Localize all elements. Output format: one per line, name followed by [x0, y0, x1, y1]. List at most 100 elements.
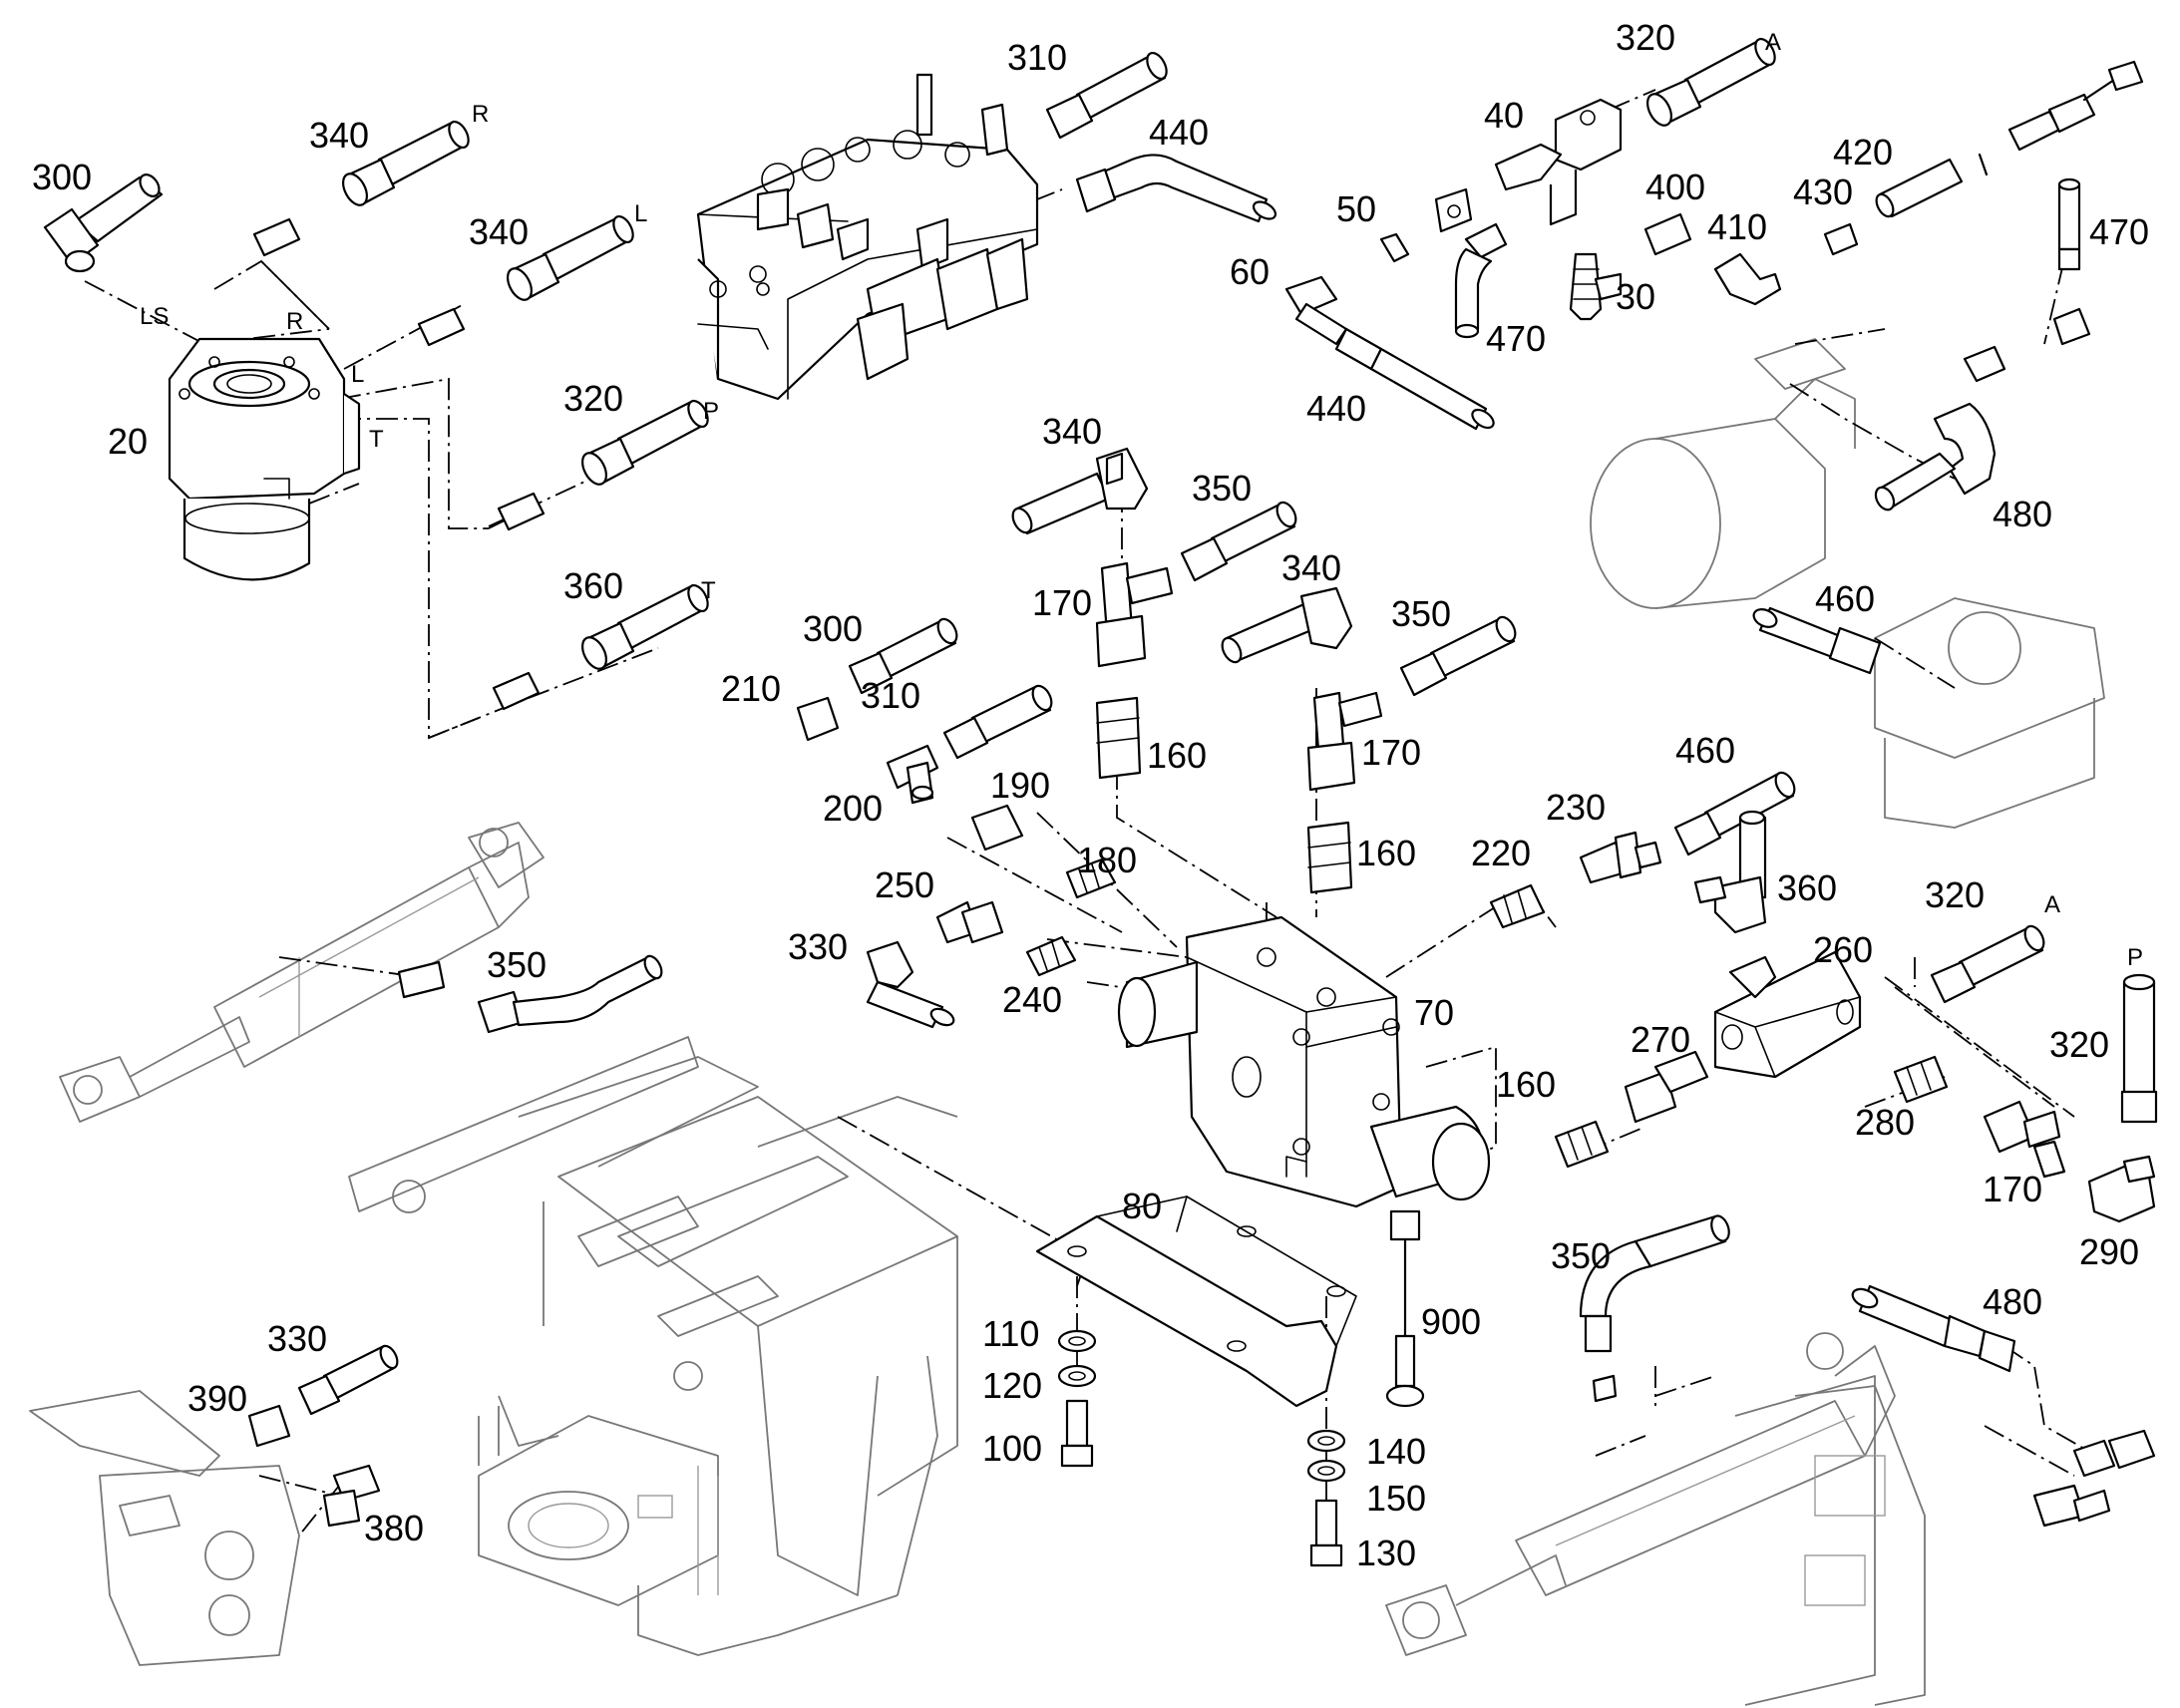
hose-460-middle	[1673, 771, 1796, 856]
port-label: R	[286, 308, 303, 335]
washer-bolt-stack-left	[1057, 1329, 1097, 1468]
hose-350-bottom	[1579, 1214, 1730, 1403]
hose-350-left	[397, 954, 663, 1034]
priority-valve-block	[1117, 915, 1491, 1208]
part-label: 320	[563, 378, 623, 419]
hose-480-top	[1874, 402, 1997, 512]
background-parts	[29, 338, 2105, 1706]
part-label: 340	[1281, 547, 1341, 588]
port-label: T	[369, 426, 384, 453]
part-label: 350	[1192, 468, 1252, 509]
hose-320-a-right	[1930, 924, 2045, 1004]
hose-320-p	[580, 399, 709, 486]
port-label: R	[472, 101, 489, 128]
part-label: 480	[1983, 1281, 2042, 1322]
port-label: L	[634, 200, 647, 227]
part-label: 70	[1414, 992, 1454, 1033]
tee-170-right	[1306, 691, 1383, 792]
adapter-160-right	[1554, 1120, 1610, 1169]
fittings-bottom-right	[2032, 1429, 2156, 1528]
hose-350-center-left	[1180, 501, 1297, 582]
adapter-240	[1025, 935, 1077, 977]
hose-350-center-right	[1399, 615, 1517, 697]
filter-30	[1569, 252, 1623, 321]
part-label: 20	[108, 421, 148, 462]
tee-200	[886, 744, 939, 805]
part-label: 320	[1616, 17, 1675, 58]
part-label: 440	[1149, 112, 1209, 153]
port-label: L	[351, 361, 364, 388]
part-label: 210	[721, 668, 781, 709]
port-label: P	[703, 398, 719, 425]
part-label: 440	[1306, 388, 1366, 429]
fitting-190	[970, 804, 1024, 852]
fittings-bottom-left	[247, 1344, 399, 1528]
hose-360-t	[580, 583, 709, 670]
elbow-290	[2087, 1155, 2156, 1223]
hose-440-top	[1075, 154, 1277, 223]
part-label: 30	[1616, 276, 1655, 317]
washer-bolt-stack-right	[1306, 1429, 1346, 1567]
part-label: 430	[1793, 171, 1853, 212]
hose-310-top	[1045, 51, 1168, 140]
part-label: 180	[1077, 840, 1137, 880]
part-label: 310	[861, 675, 920, 716]
hose-470-center	[1454, 222, 1508, 339]
adapter-160-center	[1306, 821, 1353, 894]
part-label: 230	[1546, 787, 1606, 828]
assembly-centerlines	[84, 89, 2115, 1537]
main-control-valve	[696, 73, 1039, 401]
adapter-220	[1489, 883, 1546, 929]
hose-320-a-top	[1645, 37, 1776, 127]
part-label: 220	[1471, 833, 1531, 873]
part-label: 420	[1833, 132, 1893, 172]
part-label: 300	[32, 157, 92, 197]
part-label: 380	[364, 1508, 424, 1548]
hose-300-top	[43, 173, 164, 273]
hose-310-center	[942, 684, 1053, 760]
part-label: 140	[1366, 1431, 1426, 1472]
hose-340-r	[341, 120, 470, 206]
part-label: 340	[1042, 411, 1102, 452]
part-label: 470	[2089, 211, 2149, 252]
part-label: 390	[187, 1378, 247, 1419]
tee-170-left	[1095, 561, 1174, 668]
part-label: 310	[1007, 37, 1067, 78]
part-label: 50	[1336, 188, 1376, 229]
part-label: 260	[1813, 929, 1873, 970]
bracket-plate	[1434, 187, 1473, 233]
port-label: P	[2127, 944, 2143, 971]
nut-210	[796, 696, 840, 742]
hose-340-elbow-left	[1011, 447, 1149, 535]
part-label: 160	[1496, 1064, 1556, 1105]
left-steering-cylinder	[59, 822, 545, 1123]
part-label: 100	[982, 1428, 1042, 1469]
adapter-160-left	[1095, 696, 1142, 780]
part-label: 190	[990, 765, 1050, 806]
part-label: 320	[1925, 874, 1985, 915]
part-label: 300	[803, 608, 863, 649]
primary-components	[168, 73, 1862, 1408]
part-label: 40	[1484, 95, 1524, 136]
part-label: 900	[1421, 1301, 1481, 1342]
fitting-270	[1624, 1050, 1709, 1124]
port-label: A	[1765, 29, 1781, 56]
hydraulic-pump-motor	[1590, 338, 1856, 609]
part-label: 340	[469, 211, 529, 252]
port-letters: LS R L T R L P T A A P	[140, 29, 2143, 971]
flow-divider-block	[1713, 950, 1862, 1079]
port-label: A	[2044, 891, 2060, 918]
part-label: 350	[1391, 593, 1451, 634]
part-label: 170	[1032, 582, 1092, 623]
part-label: 470	[1486, 318, 1546, 359]
part-number-labels: 20 300 340 340 320 360 310 440 320 40 50…	[32, 17, 2149, 1573]
part-label: 330	[267, 1318, 327, 1359]
right-valve-housing	[1734, 597, 2105, 1706]
part-label: 160	[1356, 833, 1416, 873]
part-label: 290	[2079, 1231, 2139, 1272]
foot-brake-valve	[29, 1390, 300, 1666]
part-label: 350	[1551, 1235, 1611, 1276]
part-label: 460	[1815, 578, 1875, 619]
hose-360-right	[1693, 810, 1767, 934]
